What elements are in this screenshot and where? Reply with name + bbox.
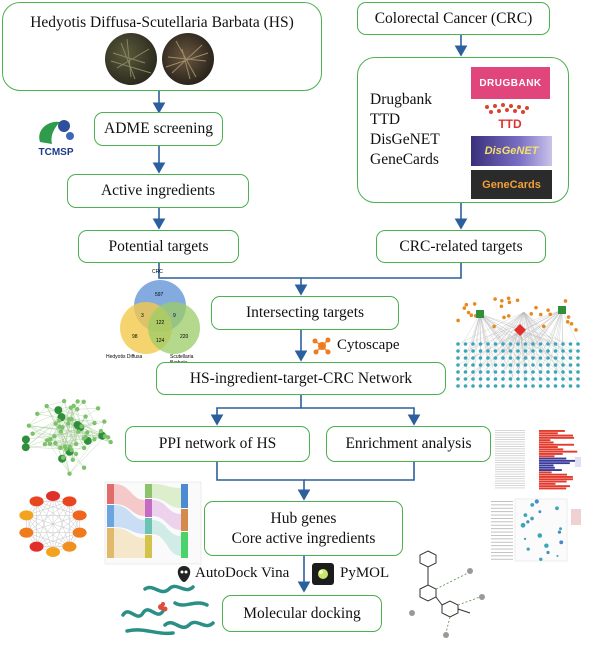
crc-box: Colorectal Cancer (CRC): [357, 2, 550, 35]
intersecting-label: Intersecting targets: [245, 304, 365, 322]
venn-value: 9: [173, 313, 176, 319]
enrichment-dot-thumbnail: [489, 495, 587, 567]
cytoscape-icon: [312, 336, 332, 356]
potential-label: Potential targets: [108, 237, 209, 255]
hs-title: Hedyotis Diffusa-Scutellaria Barbata (HS…: [30, 14, 294, 31]
db-item-drugbank: Drugbank: [370, 91, 432, 109]
drugbank-logo: DRUGBANK: [471, 67, 550, 99]
pymol-icon: [312, 563, 334, 585]
ligand-interaction-thumbnail: [398, 543, 498, 643]
network-box: HS-ingredient-target-CRC Network: [156, 362, 446, 395]
ppi-thumbnail: [20, 390, 120, 482]
ppi-box: PPI network of HS: [125, 426, 310, 462]
venn-value: 98: [132, 334, 138, 340]
active-label: Active ingredients: [100, 182, 216, 200]
venn-value: 597: [155, 292, 164, 298]
arrow-enrich-to-hub: [304, 462, 415, 481]
crc-title: Colorectal Cancer (CRC): [374, 9, 533, 27]
hub-network-thumbnail: [8, 480, 98, 565]
arrow-crctargets-to-intersect: [301, 263, 462, 279]
docking-label: Molecular docking: [243, 604, 361, 622]
hs-herb-box: Hedyotis Diffusa-Scutellaria Barbata (HS…: [2, 2, 322, 91]
intersecting-targets-box: Intersecting targets: [211, 296, 399, 330]
active-ingredients-box: Active ingredients: [67, 174, 249, 208]
ppi-label: PPI network of HS: [158, 435, 277, 453]
disgenet-logo: DisGeNET: [471, 136, 552, 166]
venn-value: 220: [180, 334, 189, 340]
arrow-ppi-to-hub: [216, 462, 311, 501]
cytoscape-label: Cytoscape: [337, 337, 400, 353]
venn-value: 3: [141, 313, 144, 319]
arrow-network-to-ppi: [210, 395, 302, 426]
adme-box: ADME screening: [94, 112, 223, 146]
adme-label: ADME screening: [104, 120, 213, 138]
venn-value: 124: [156, 338, 165, 344]
db-item-disgenet: DisGeNET: [370, 131, 440, 148]
genecards-logo: GeneCards: [471, 170, 552, 199]
crc-targets-box: CRC-related targets: [376, 230, 546, 263]
arrow-network-to-enrich: [301, 407, 421, 426]
venn-label-crc: CRC: [152, 269, 163, 275]
hub-genes-label: Hub genes: [270, 510, 337, 528]
venn-label-hd: Hedyotis Diffusa: [106, 354, 143, 360]
tcmsp-logo: TCMSP: [30, 112, 82, 158]
molecular-docking-box: Molecular docking: [222, 595, 382, 632]
network-thumbnail: [452, 294, 586, 396]
venn-diagram: CRC Hedyotis Diffusa Scutellaria Barbata…: [106, 268, 212, 366]
db-item-ttd: TTD: [370, 111, 401, 129]
potential-targets-box: Potential targets: [78, 230, 239, 263]
autodock-label: AutoDock Vina: [195, 565, 290, 581]
herb-photo-hedyotis: [105, 33, 157, 85]
protein-structure-thumbnail: [115, 575, 220, 643]
hub-genes-box: Hub genes Core active ingredients: [204, 501, 403, 556]
venn-value: 122: [156, 320, 165, 326]
network-label: HS-ingredient-target-CRC Network: [189, 369, 413, 387]
enrichment-bar-thumbnail: [493, 427, 585, 493]
ttd-logo: TTD: [473, 101, 547, 131]
pymol-label: PyMOL: [340, 565, 390, 581]
autodock-icon: [176, 565, 192, 583]
herb-photo-scutellaria: [162, 33, 214, 85]
sankey-thumbnail: [101, 480, 205, 566]
enrichment-box: Enrichment analysis: [326, 426, 491, 462]
crc-targets-label: CRC-related targets: [399, 237, 523, 255]
enrichment-label: Enrichment analysis: [345, 435, 472, 453]
db-item-genecards: GeneCards: [370, 150, 439, 168]
arrow-potential-to-intersect: [158, 263, 308, 296]
core-ingredients-label: Core active ingredients: [231, 529, 376, 547]
